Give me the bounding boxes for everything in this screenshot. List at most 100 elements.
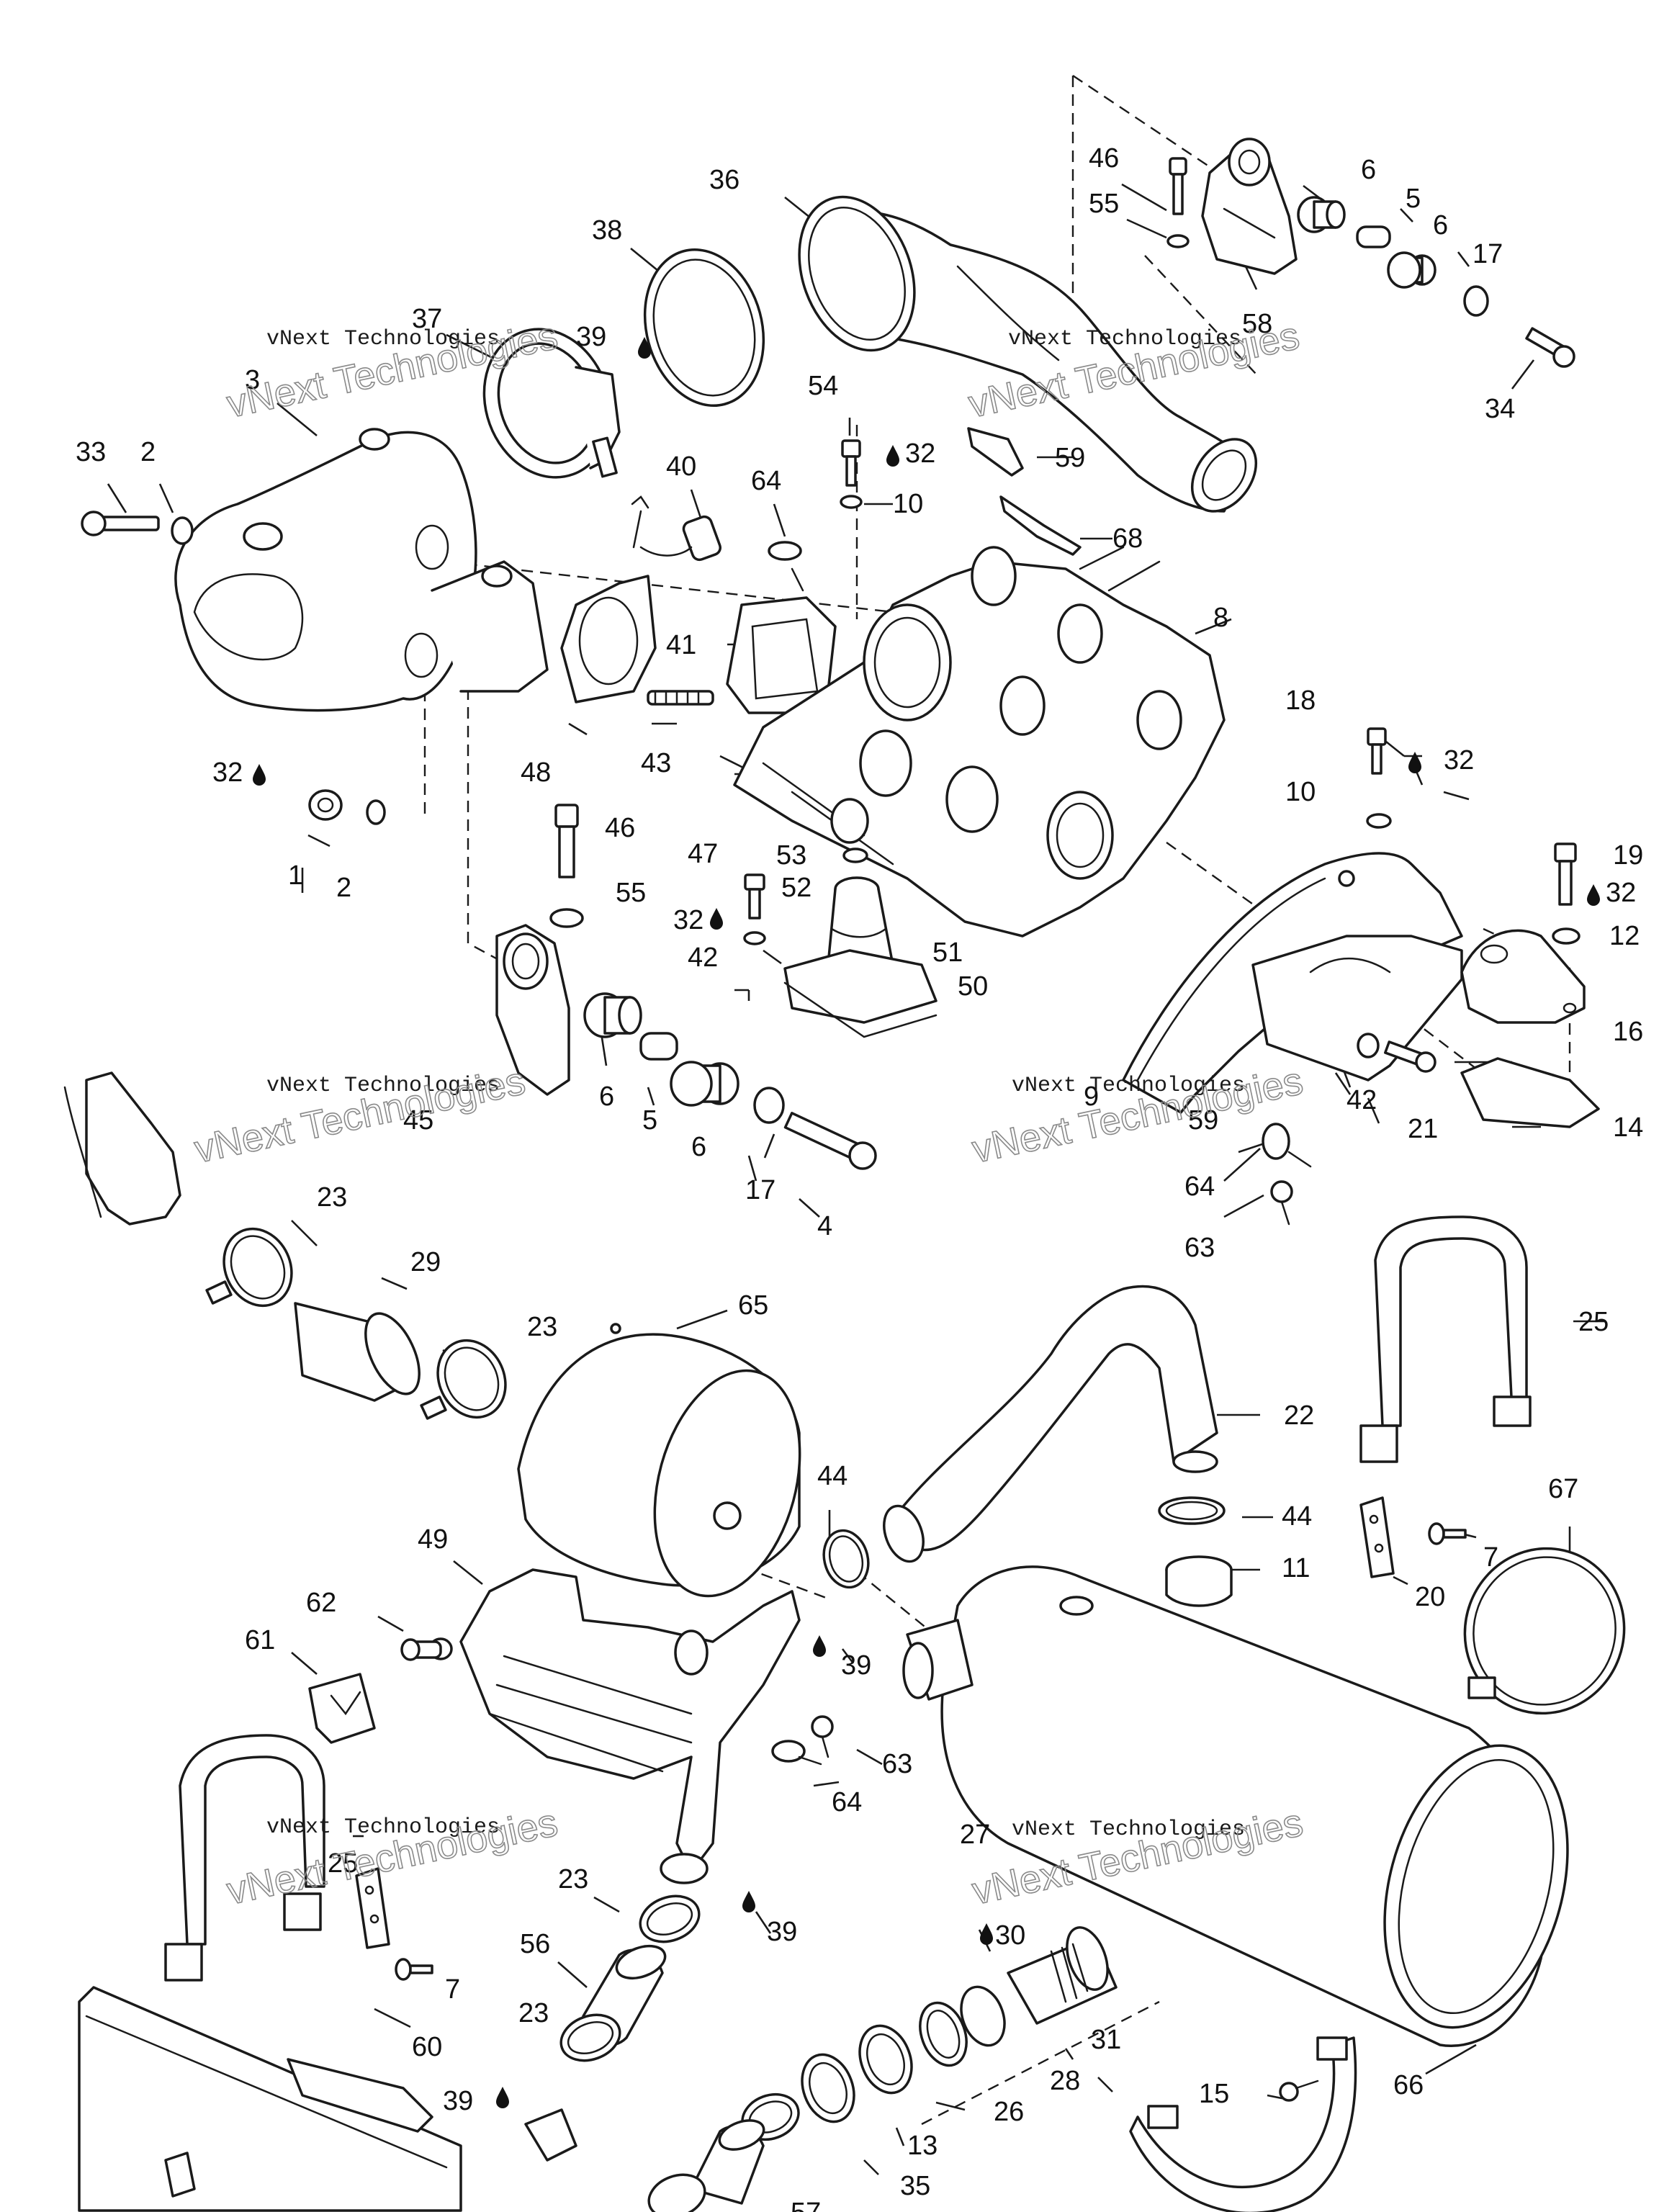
bushing-6-top-b — [1387, 251, 1437, 289]
pointer-arrow-37 — [631, 495, 649, 549]
callout-32: 32 — [212, 757, 243, 788]
callout-37: 37 — [412, 304, 442, 334]
clip-64-top — [768, 541, 802, 561]
gasket-28-inner — [926, 2010, 961, 2059]
callout-32: 32 — [905, 439, 935, 469]
gasket-38 — [643, 248, 765, 408]
washer-10-top — [840, 495, 863, 509]
bolt-18 — [1367, 727, 1387, 775]
callout-23: 23 — [558, 1864, 588, 1894]
callout-27: 27 — [960, 1820, 990, 1850]
bushing-6-mid-a — [583, 992, 642, 1038]
sealant-drop-icon — [253, 764, 266, 786]
bushing-6-mid-b — [670, 1061, 739, 1107]
callout-9: 9 — [1084, 1082, 1099, 1112]
hose-22 — [883, 1285, 1218, 1563]
callout-12: 12 — [1609, 921, 1640, 951]
callout-10: 10 — [893, 489, 923, 519]
gasket-28 — [919, 2001, 968, 2067]
watermark-text: vNext Technologies — [266, 327, 500, 351]
callout-20: 20 — [1415, 1582, 1445, 1612]
callout-32: 32 — [673, 905, 703, 935]
callout-34: 34 — [1485, 394, 1515, 424]
bolt-54 — [841, 439, 861, 487]
callout-18: 18 — [1285, 685, 1316, 716]
washer-42-left — [743, 931, 766, 945]
washer-2-bottom — [366, 799, 386, 825]
callout-47: 47 — [688, 839, 718, 869]
callout-26: 26 — [994, 2097, 1024, 2127]
sleeve-11 — [1165, 1555, 1233, 1607]
watermark-text: vNext Technologies — [1012, 1817, 1245, 1842]
callout-1: 1 — [288, 860, 303, 891]
screw-63-mid — [811, 1715, 834, 1758]
callout-63: 63 — [1184, 1233, 1215, 1263]
callout-39: 39 — [841, 1650, 871, 1681]
washer-10-right — [1366, 813, 1392, 829]
strap-66 — [1129, 2036, 1357, 2212]
plate-14 — [1460, 1057, 1600, 1128]
callout-2: 2 — [140, 437, 156, 467]
parts — [63, 138, 1626, 2212]
callout-60: 60 — [412, 2032, 442, 2062]
hose-29 — [294, 1302, 421, 1402]
callout-33: 33 — [76, 437, 106, 467]
bolt-21 — [1384, 1040, 1437, 1073]
callout-15: 15 — [1199, 2079, 1229, 2109]
sealant-drop-icon — [886, 445, 899, 467]
bushing-6-top-a — [1297, 196, 1346, 233]
bracket-60 — [355, 1867, 390, 1949]
watermark-text: vNext Technologies — [266, 1074, 500, 1098]
washer-55-top — [1166, 234, 1190, 248]
callout-57: 57 — [791, 2198, 821, 2212]
callout-labels: 46 55 6 5 6 17 58 34 36 38 37 39 3 54 32… — [76, 143, 1643, 2212]
callout-22: 22 — [1284, 1401, 1314, 1431]
coupling-13 — [801, 2053, 855, 2123]
screw-15 — [1279, 2080, 1319, 2102]
bolt-46-mid — [554, 804, 579, 878]
callout-25: 25 — [328, 1848, 358, 1879]
callout-53: 53 — [776, 840, 806, 871]
exhaust-pipe-36 — [798, 195, 1258, 513]
callout-39: 39 — [443, 2086, 473, 2116]
fitting-62 — [400, 1637, 453, 1661]
watermark-text: vNext Technologies — [266, 1815, 500, 1840]
clip-59-top — [967, 427, 1024, 477]
seal-30 — [960, 1985, 1006, 2047]
strap-25-left — [164, 1734, 325, 1982]
clamp-23-d — [559, 2013, 621, 2062]
plate-50 — [783, 949, 938, 1038]
callout-41: 41 — [666, 630, 696, 660]
callout-6: 6 — [1361, 155, 1376, 185]
callout-38: 38 — [592, 215, 622, 246]
callout-64: 64 — [1184, 1172, 1215, 1202]
bracket-45 — [495, 924, 570, 1096]
resonator-49 — [459, 1568, 801, 1884]
callout-13: 13 — [907, 2131, 938, 2161]
hose-57 — [690, 2119, 765, 2205]
callout-63: 63 — [882, 1749, 912, 1779]
exhaust-manifold-3 — [174, 428, 549, 712]
callout-3: 3 — [245, 365, 260, 395]
watermark-text: vNext Technologies — [1012, 1074, 1245, 1098]
callout-39: 39 — [576, 322, 606, 352]
muffler-27 — [902, 1565, 1569, 2047]
callout-58: 58 — [1242, 309, 1272, 339]
callout-55: 55 — [1089, 189, 1119, 219]
sealant-drop-icon — [980, 1923, 993, 1945]
callout-32: 32 — [1606, 878, 1636, 908]
callout-10: 10 — [1285, 777, 1316, 807]
clamp-23-c — [639, 1894, 701, 1943]
clamp-37 — [482, 328, 621, 479]
bolt-19 — [1554, 842, 1577, 906]
callout-25: 25 — [1578, 1307, 1609, 1337]
callout-6: 6 — [599, 1082, 614, 1112]
callout-32: 32 — [1444, 745, 1474, 775]
nut-26 — [858, 2024, 913, 2095]
bolt-34 — [1525, 327, 1575, 368]
washer-55-mid — [549, 908, 584, 928]
grommet-40 — [682, 515, 721, 562]
callout-17: 17 — [745, 1175, 775, 1205]
gasket-38-inner — [652, 258, 756, 397]
callout-52: 52 — [781, 873, 811, 903]
